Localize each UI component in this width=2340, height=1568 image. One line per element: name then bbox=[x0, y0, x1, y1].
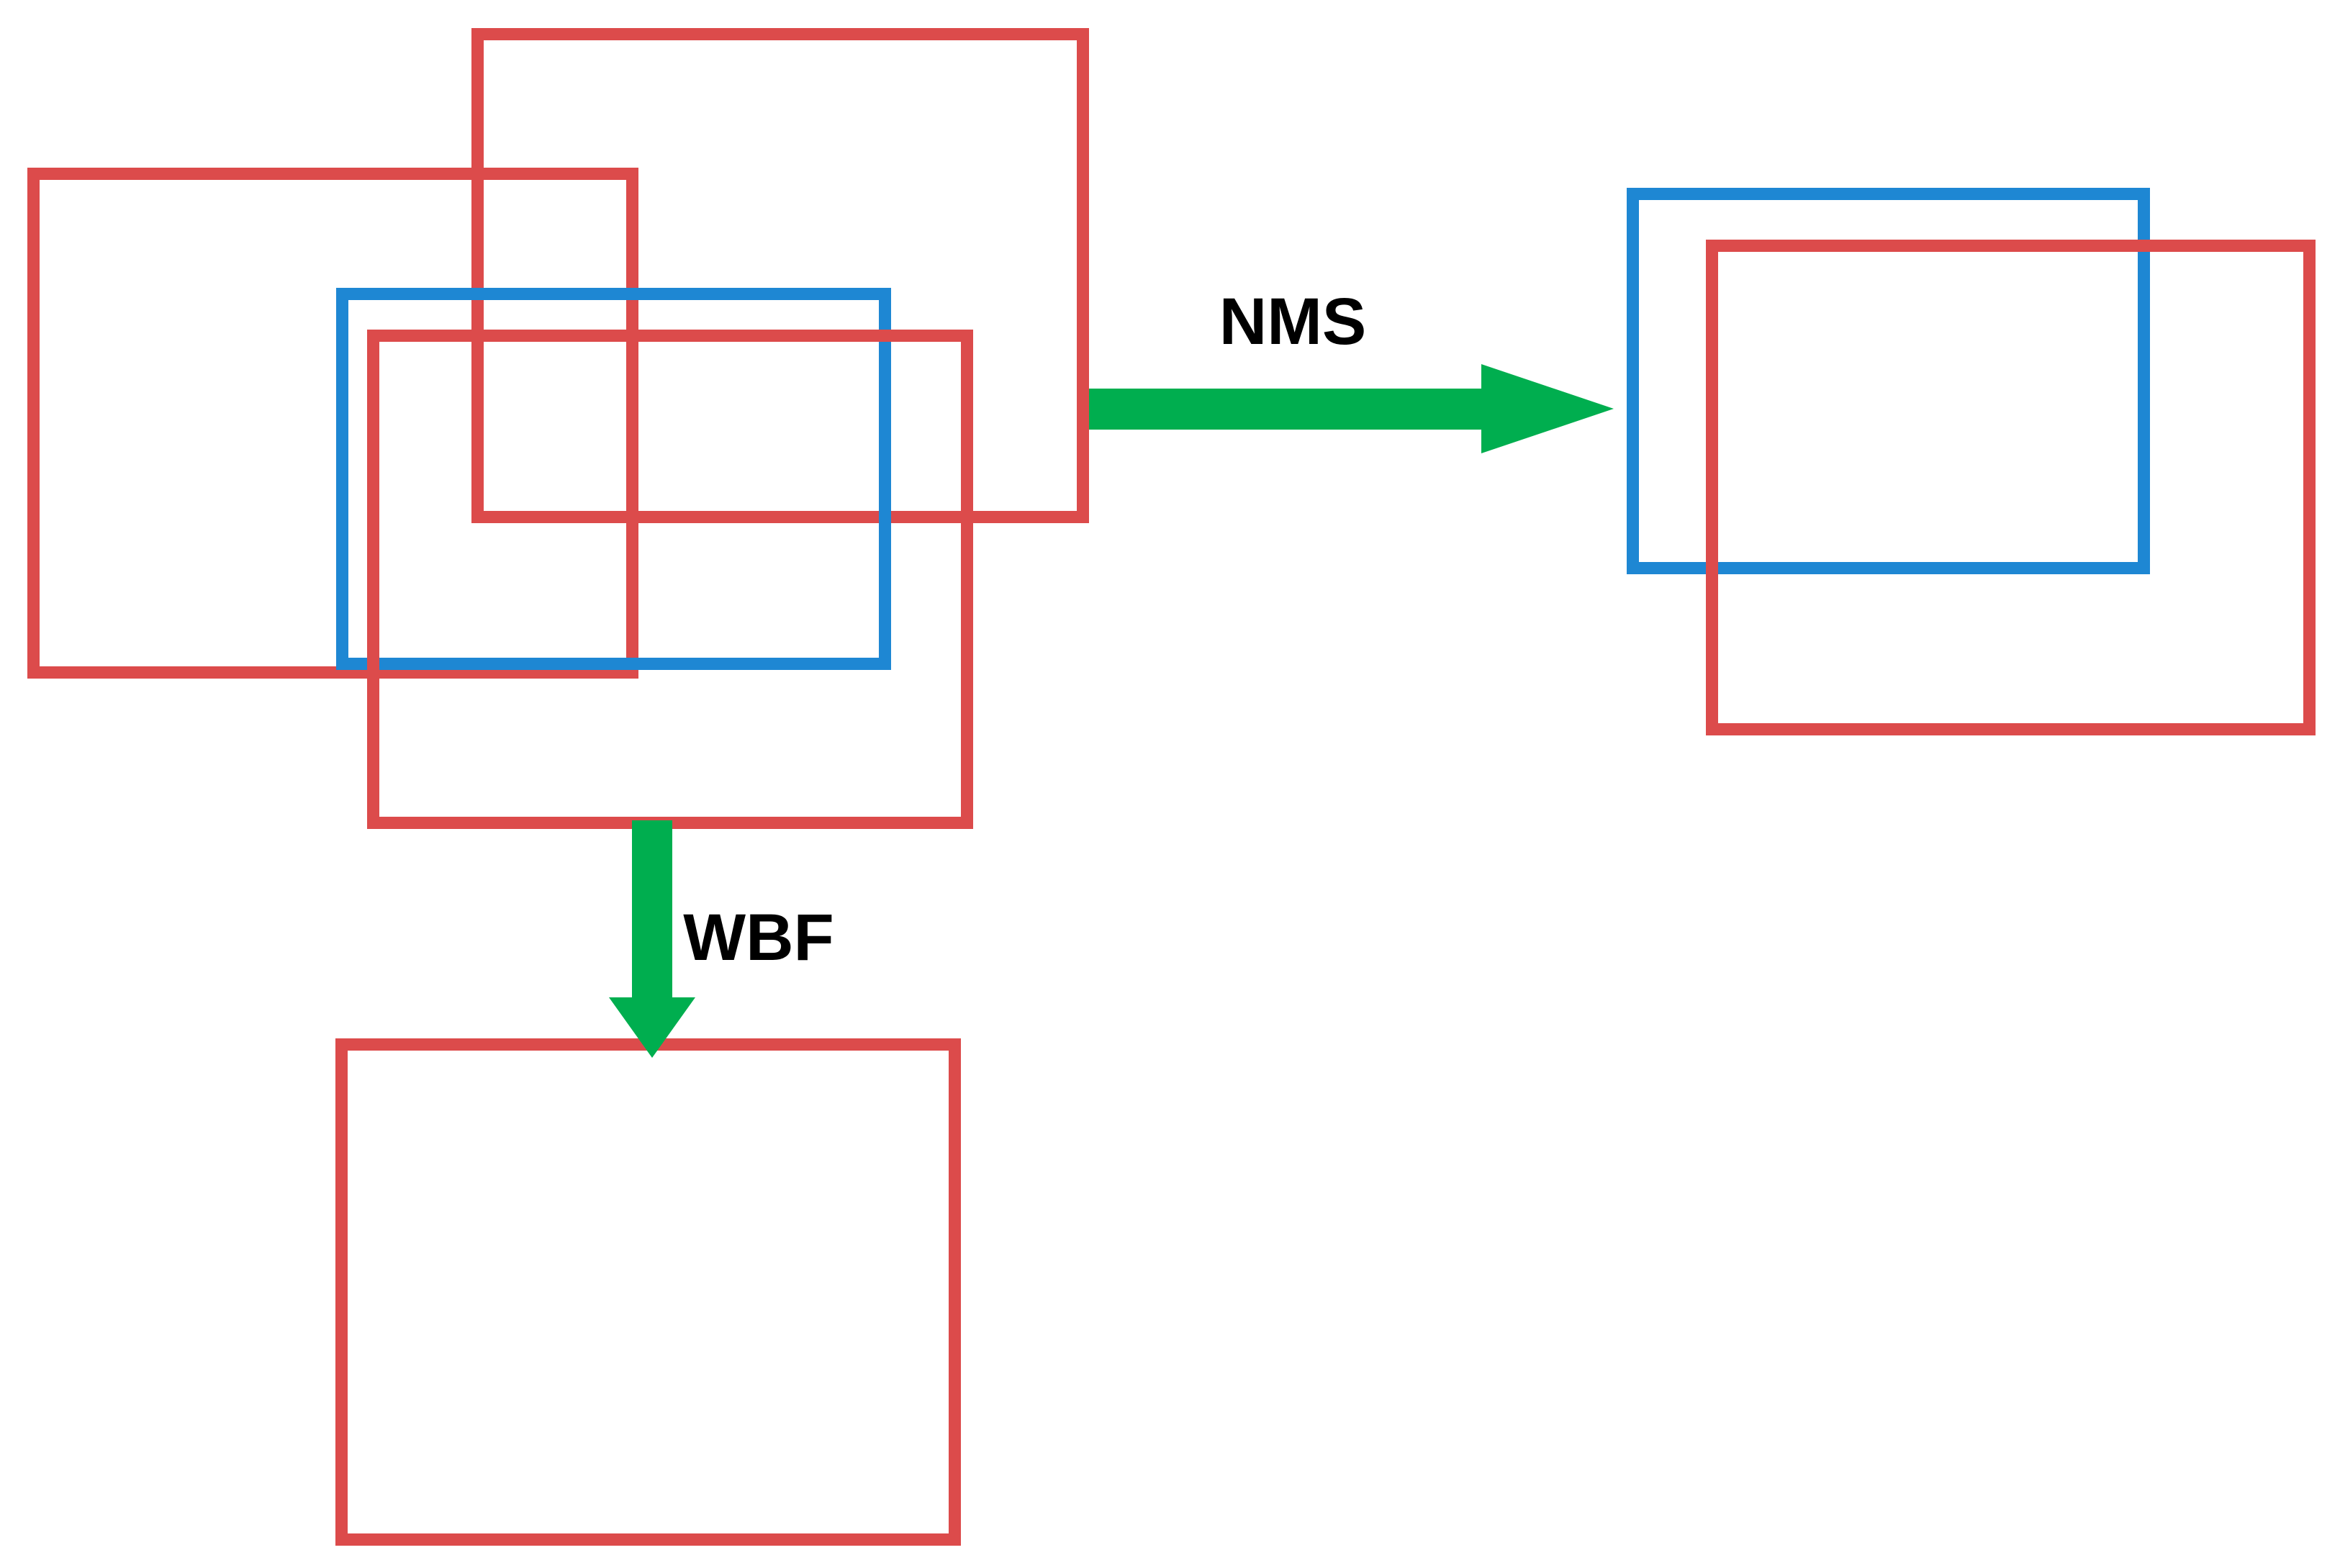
wbf-result-box-red bbox=[335, 1038, 961, 1546]
nms-result-box-red bbox=[1706, 240, 2316, 735]
nms-label: NMS bbox=[1219, 285, 1367, 358]
detection-box-red-top bbox=[471, 28, 1089, 523]
detection-box-red-middle bbox=[367, 330, 973, 829]
nms-result-box-blue bbox=[1627, 188, 2150, 574]
wbf-label: WBF bbox=[683, 901, 834, 974]
wbf-arrow bbox=[609, 820, 695, 1058]
nms-arrow bbox=[1089, 364, 1614, 453]
detection-box-blue bbox=[336, 288, 891, 670]
